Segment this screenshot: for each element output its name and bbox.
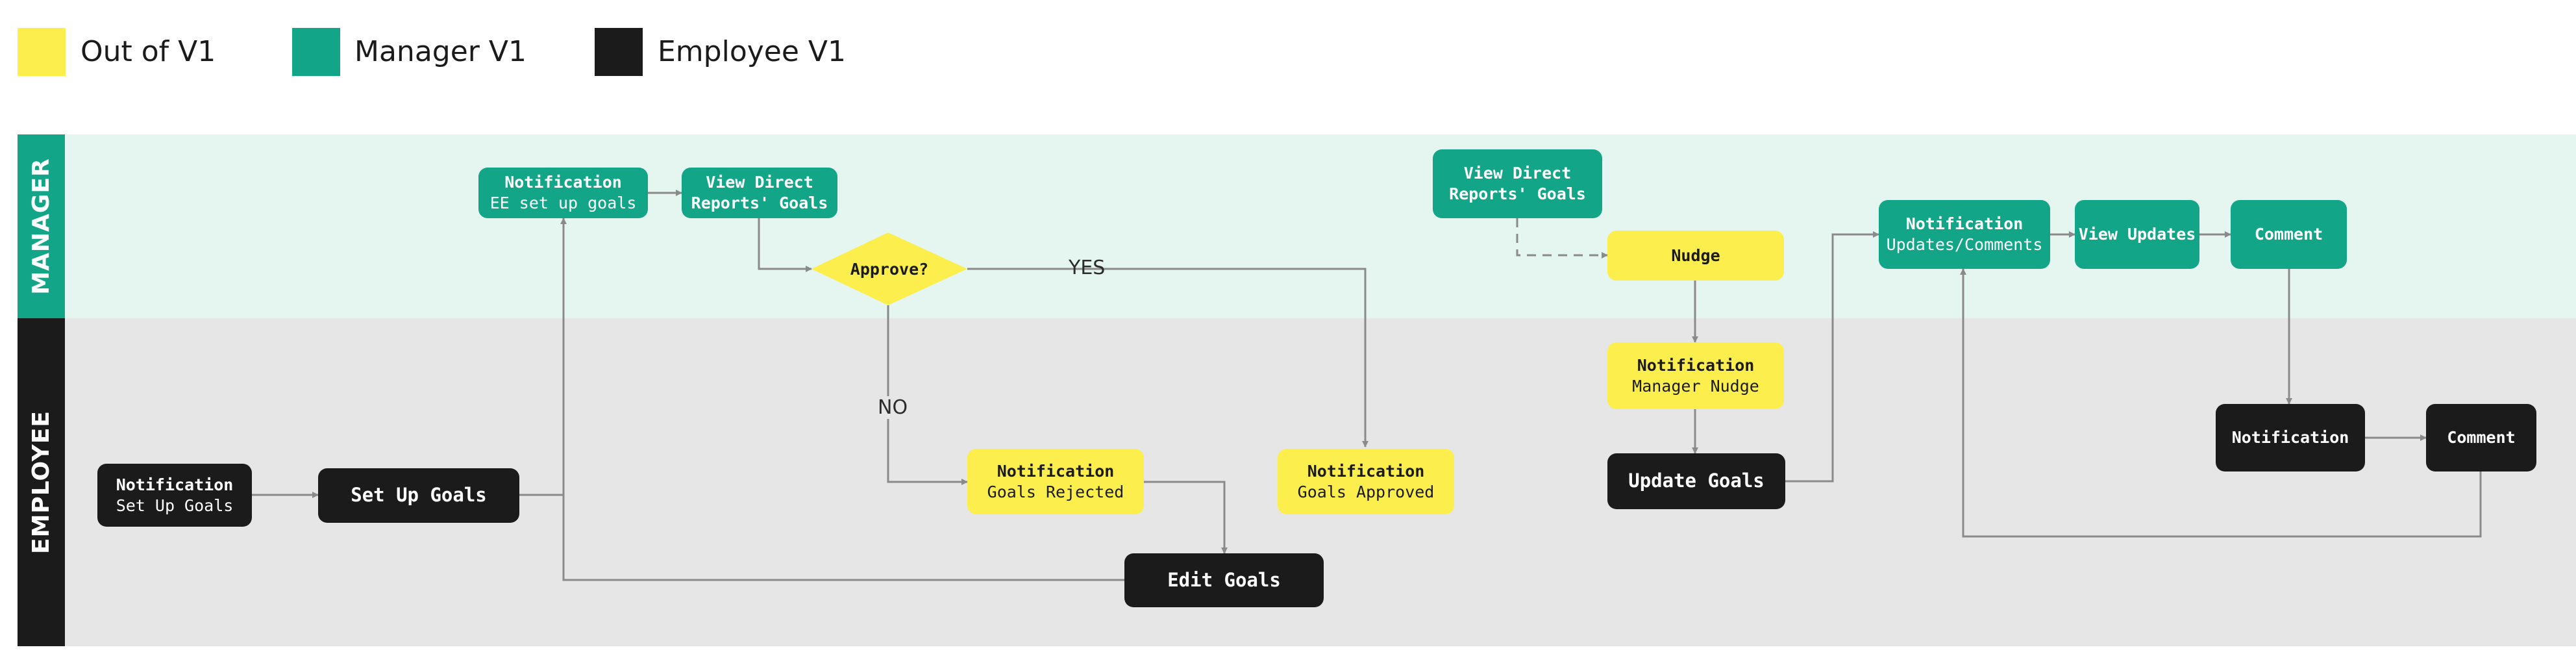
edge-view-to-approve — [758, 218, 812, 272]
node-subtitle: EE set up goals — [489, 194, 637, 212]
node-subtitle: Goals Approved — [1297, 482, 1435, 501]
node-title: Notification — [116, 475, 234, 494]
node-title: Notification — [2231, 428, 2349, 447]
node-title: Comment — [2447, 428, 2516, 447]
approve-diamond — [811, 233, 967, 305]
node-update-goals[interactable]: Update Goals — [1607, 453, 1785, 509]
node-title: Comment — [2254, 225, 2323, 244]
edge-setup-to-mgr-notif — [519, 218, 567, 496]
edge-edit-loop — [562, 495, 1124, 581]
node-subtitle: Updates/Comments — [1886, 235, 2043, 254]
node-notification-updates-comments[interactable]: Notification Updates/Comments — [1879, 200, 2050, 269]
approve-decision[interactable]: Approve? — [811, 249, 967, 288]
node-notification-employee[interactable]: Notification — [2216, 404, 2365, 472]
node-edit-goals[interactable]: Edit Goals — [1124, 553, 1324, 607]
node-notification-set-up-goals[interactable]: Notification Set Up Goals — [97, 464, 252, 527]
node-view-direct-reports-goals-2[interactable]: View Direct Reports' Goals — [1433, 149, 1602, 218]
node-title: Notification — [1307, 461, 1425, 481]
node-title: Set Up Goals — [351, 484, 487, 507]
legend-label-manager-v1: Manager V1 — [354, 35, 526, 68]
node-subtitle: Reports' Goals — [691, 194, 828, 212]
edge-label-yes: YES — [1069, 257, 1106, 279]
legend-swatch-manager-v1 — [292, 28, 340, 76]
legend-swatch-employee-v1 — [595, 28, 643, 76]
legend-swatch-out-of-v1 — [18, 28, 66, 76]
node-nudge[interactable]: Nudge — [1607, 231, 1784, 281]
approve-label: Approve? — [850, 259, 929, 279]
node-title: View Updates — [2078, 225, 2196, 244]
node-notification-goals-rejected[interactable]: Notification Goals Rejected — [967, 449, 1144, 514]
node-title: Update Goals — [1628, 470, 1765, 492]
node-subtitle: Manager Nudge — [1632, 376, 1759, 396]
node-subtitle: Reports' Goals — [1449, 184, 1586, 203]
node-title: View Direct — [706, 173, 813, 192]
edge-comment-loop — [1960, 268, 2482, 538]
node-subtitle: Goals Rejected — [987, 482, 1124, 501]
legend-label-employee-v1: Employee V1 — [658, 35, 846, 68]
node-title: View Direct — [1463, 164, 1572, 182]
node-title: Nudge — [1671, 245, 1720, 265]
node-notification-goals-approved[interactable]: Notification Goals Approved — [1278, 449, 1454, 514]
node-title: Notification — [997, 461, 1115, 481]
node-view-updates[interactable]: View Updates — [2075, 200, 2199, 269]
edge-rejected-to-edit — [1144, 481, 1228, 554]
node-view-direct-reports-goals-1[interactable]: View Direct Reports' Goals — [682, 168, 837, 218]
edge-update-to-notif-updates — [1785, 231, 1879, 483]
node-set-up-goals[interactable]: Set Up Goals — [318, 468, 519, 523]
node-comment-manager[interactable]: Comment — [2231, 200, 2347, 269]
edge-approve-no — [887, 305, 968, 485]
edge-approve-yes — [967, 268, 1368, 447]
edge-view2-to-nudge — [1516, 218, 1608, 258]
node-title: Notification — [1637, 355, 1755, 375]
edge-label-no: NO — [875, 396, 911, 419]
node-notification-ee-set-up-goals[interactable]: Notification EE set up goals — [478, 168, 648, 218]
manager-lane-tab: MANAGER — [18, 134, 65, 318]
employee-lane-tab: EMPLOYEE — [18, 318, 65, 646]
node-title: Edit Goals — [1167, 568, 1281, 591]
node-notification-manager-nudge[interactable]: Notification Manager Nudge — [1607, 342, 1784, 409]
node-comment-employee[interactable]: Comment — [2426, 404, 2536, 472]
node-title: Notification — [1905, 214, 2024, 233]
node-subtitle: Set Up Goals — [116, 496, 234, 515]
legend-label-out-of-v1: Out of V1 — [80, 35, 216, 68]
node-title: Notification — [504, 173, 622, 192]
